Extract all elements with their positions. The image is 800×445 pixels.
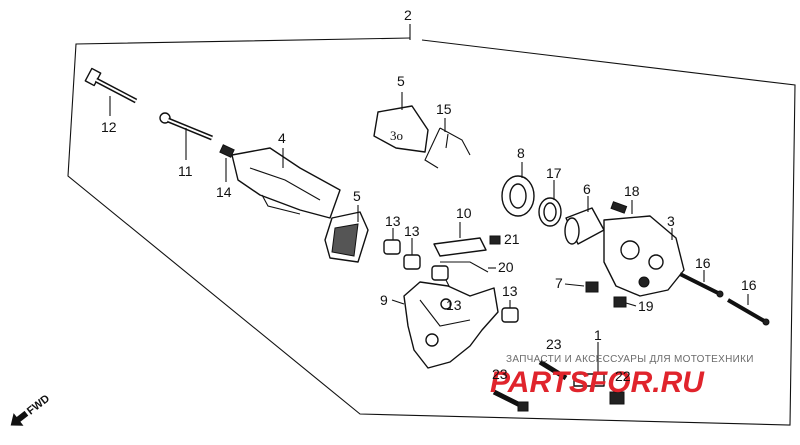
part-4-pad-cover [231,147,341,219]
callout-8: 8 [517,145,525,161]
part-19-nut [613,296,627,308]
callout-13-b: 13 [404,223,420,239]
part-23-bolt-a [538,359,568,381]
callout-10: 10 [456,205,472,221]
part-12-bolt [84,67,138,104]
callout-7: 7 [555,275,563,291]
callout-13-d: 13 [502,283,518,299]
callout-6: 6 [583,181,591,197]
callout-4: 4 [278,130,286,146]
part-5-pad-upper: 3o [373,105,429,153]
part-17-piston-seal [538,197,562,227]
callout-12: 12 [101,119,117,135]
part-6-piston [564,207,605,245]
part-15-pad-spring [424,127,471,169]
part-7-nut [585,281,599,293]
callout-2: 2 [404,7,412,23]
part-23-bolt-b [492,389,529,412]
callout-13-c: 13 [446,297,462,313]
part-3-caliper-body [603,215,685,297]
part-13-boots [383,239,519,323]
callout-23-a: 23 [546,336,562,352]
callout-11: 11 [178,163,193,179]
callout-5-upper: 5 [397,73,405,89]
callout-17: 17 [546,165,562,181]
callout-13-a: 13 [385,213,401,229]
part-18-bleeder [610,201,628,214]
part-1-plate [573,373,605,387]
part-11-pin-bolt [159,112,213,141]
callout-5-lower: 5 [353,188,361,204]
callout-23-b: 23 [492,366,508,382]
svg-text:3o: 3o [390,128,403,143]
callout-9: 9 [380,292,388,308]
callout-18: 18 [624,183,640,199]
callout-16-a: 16 [695,255,711,271]
part-10-retainer [433,237,487,257]
fwd-label: FWD [25,393,52,418]
part-9-bracket [403,281,499,369]
part-5-pad-lower [324,211,369,263]
part-21-screw [489,235,501,245]
part-16-slide-pin-a [679,272,724,298]
callout-21: 21 [504,231,520,247]
callout-16-b: 16 [741,277,757,293]
callout-14: 14 [216,184,232,200]
part-20-plate [440,261,489,273]
callout-1: 1 [594,327,602,343]
watermark-caption: ЗАПЧАСТИ И АКСЕССУАРЫ ДЛЯ МОТОТЕХНИКИ [506,354,754,365]
watermark-brand: PARTSFOR.RU [490,366,705,399]
part-8-seal [501,175,535,217]
assembly-boundary [67,37,796,426]
callout-3: 3 [667,213,675,229]
callout-22: 22 [615,368,631,384]
callout-19: 19 [638,298,654,314]
callout-20: 20 [498,259,514,275]
callout-15: 15 [436,101,452,117]
part-16-slide-pin-b [726,298,770,326]
part-14-clip [219,144,235,158]
part-22-washer [609,391,625,405]
fwd-arrow-icon: FWD [10,393,52,426]
